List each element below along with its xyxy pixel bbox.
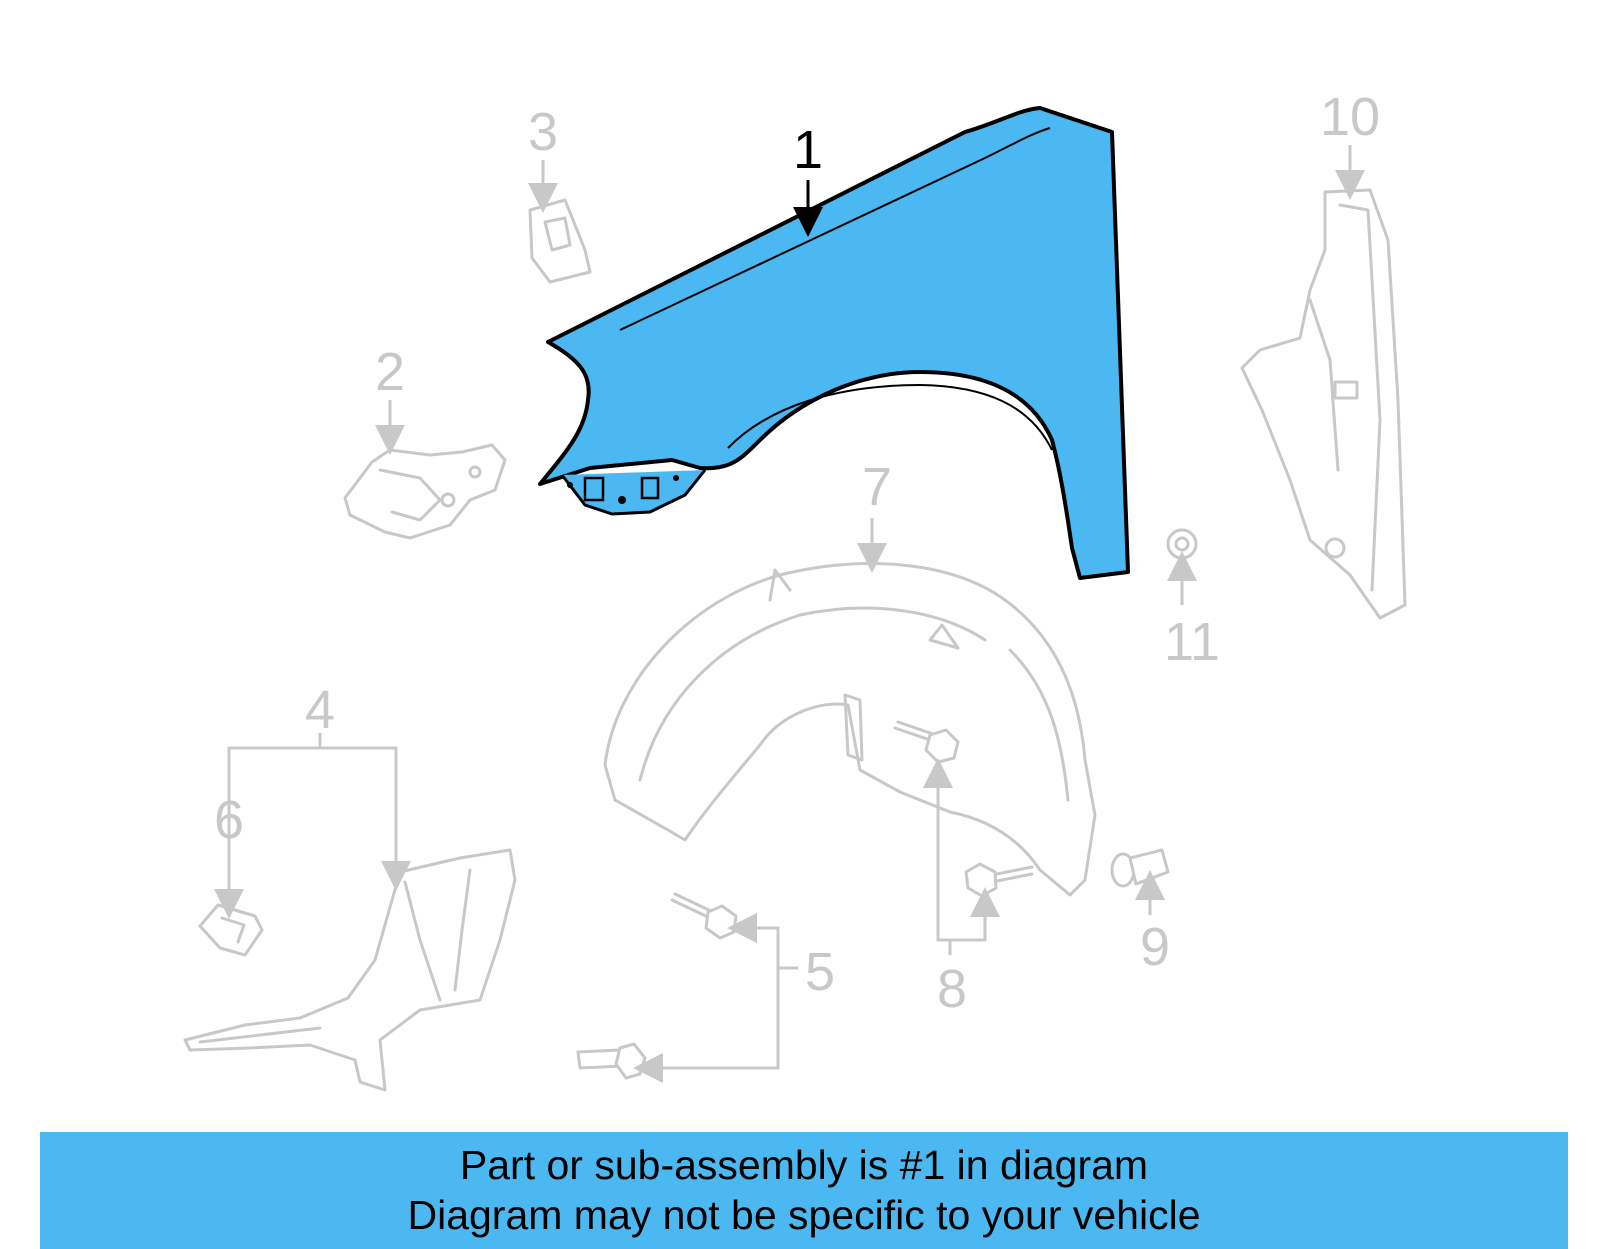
callout-5: 5 xyxy=(805,942,835,1002)
info-banner: Part or sub-assembly is #1 in diagram Di… xyxy=(40,1132,1568,1249)
parts-diagram: 1 3 2 10 11 7 xyxy=(183,87,1407,1092)
banner-line-2: Diagram may not be specific to your vehi… xyxy=(407,1192,1201,1238)
callout-9: 9 xyxy=(1140,917,1170,977)
bolt-part-8a[interactable] xyxy=(893,720,960,764)
splash-shield-part-4[interactable] xyxy=(183,848,517,1092)
callout-10: 10 xyxy=(1320,87,1380,147)
bracket-part-2[interactable] xyxy=(343,443,507,540)
screw-part-5a[interactable] xyxy=(670,892,738,940)
clip-part-11[interactable] xyxy=(1166,528,1198,560)
banner-line-1: Part or sub-assembly is #1 in diagram xyxy=(459,1142,1149,1188)
bolt-part-8b[interactable] xyxy=(964,862,1034,898)
nut-part-6[interactable] xyxy=(198,903,264,957)
side-panel-part-10[interactable] xyxy=(1240,188,1407,620)
callout-1: 1 xyxy=(793,120,823,180)
callout-3: 3 xyxy=(528,102,558,162)
push-clip-part-9[interactable] xyxy=(1110,848,1170,888)
wheel-liner-part-7[interactable] xyxy=(603,562,1097,897)
screw-part-5b[interactable] xyxy=(576,1042,647,1080)
callout-5-leader xyxy=(650,926,780,1070)
callout-11: 11 xyxy=(1164,612,1220,672)
callout-8: 8 xyxy=(937,959,967,1019)
callout-4: 4 xyxy=(305,680,335,740)
callout-6: 6 xyxy=(214,790,244,850)
callout-2: 2 xyxy=(375,342,405,402)
callout-4-leader xyxy=(227,746,398,872)
bracket-part-3[interactable] xyxy=(528,198,592,284)
callout-7: 7 xyxy=(862,457,892,517)
fender-part[interactable] xyxy=(538,106,1130,580)
